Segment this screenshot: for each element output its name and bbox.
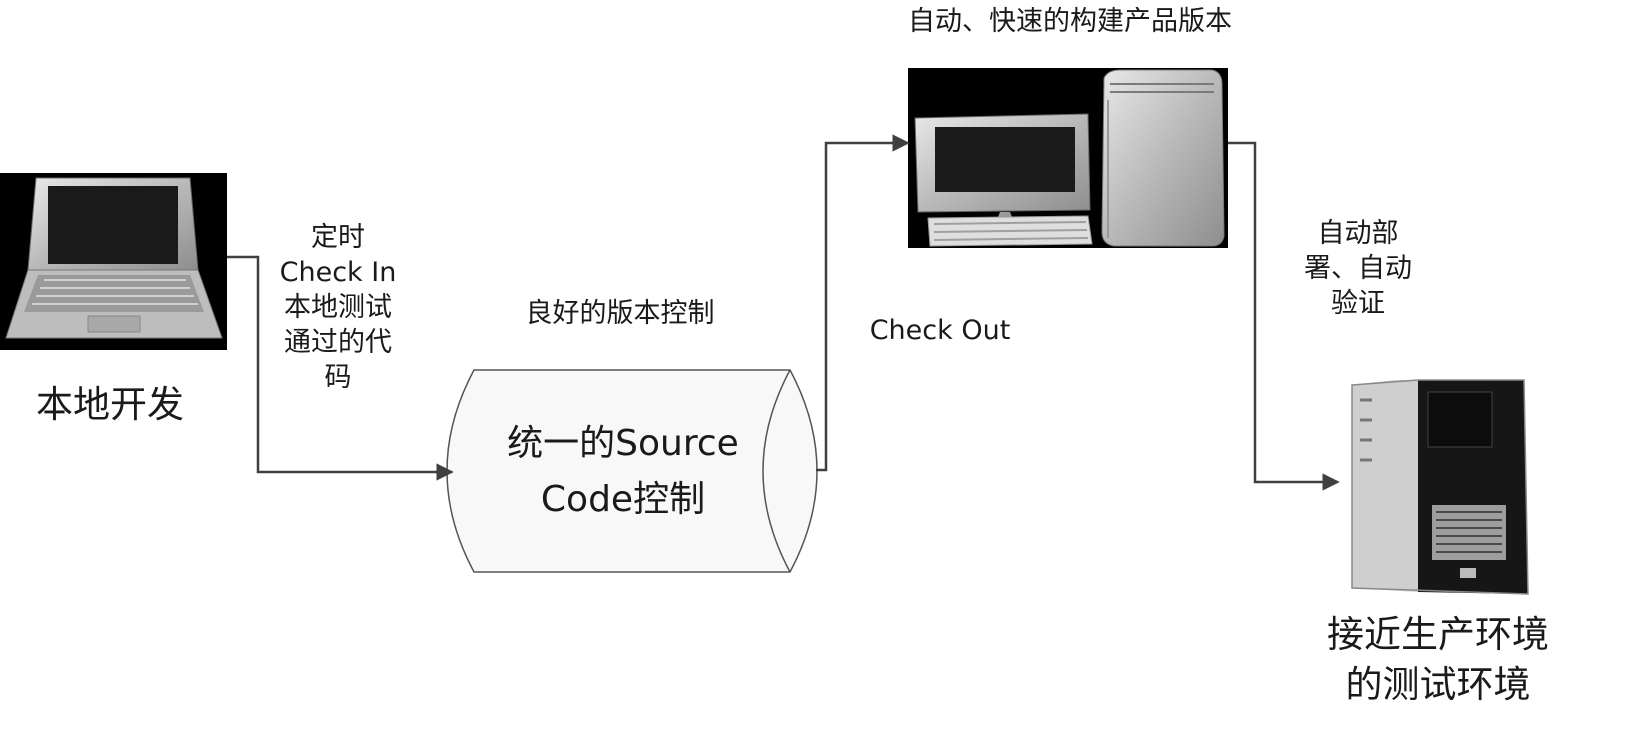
checkin-arrow [227,255,454,481]
build-server-caption: 自动、快速的构建产品版本 [908,6,1232,37]
source-control-label: 统一的Source Code控制 [507,423,739,520]
source-control-caption: 良好的版本控制 [525,298,715,329]
checkout-label: Check Out [869,315,1011,346]
laptop-icon [0,173,227,350]
tower-server-icon [1351,379,1529,595]
desktop-computer-icon [908,68,1228,248]
checkin-label: 定时 Check In 本地测试 通过的代 码 [279,222,397,394]
source-control-cylinder [446,369,818,573]
laptop-label: 本地开发 [36,383,184,426]
deploy-arrow [1228,141,1340,491]
deploy-label: 自动部 署、自动 验证 [1304,218,1412,320]
test-server-label: 接近生产环境 的测试环境 [1327,613,1549,706]
checkout-arrow [816,134,910,472]
